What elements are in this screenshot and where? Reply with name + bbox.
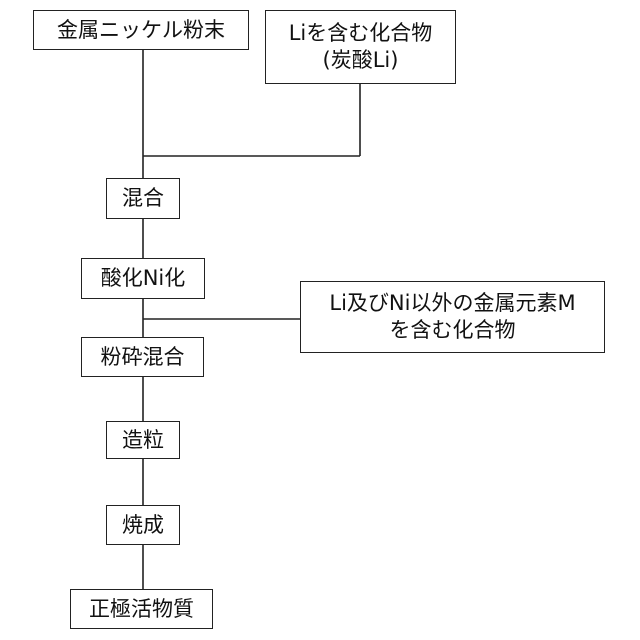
- node-grinding-mixing-label: 粉砕混合: [101, 344, 185, 371]
- node-oxidation: 酸化Ni化: [81, 258, 205, 299]
- node-cathode-material-label: 正極活物質: [89, 596, 194, 623]
- node-metal-m-compound-line2: を含む化合物: [390, 317, 516, 344]
- node-metal-m-compound-line1: Li及びNi以外の金属元素M: [329, 290, 575, 317]
- node-li-compound-line1: Liを含む化合物: [289, 20, 433, 47]
- node-granulation: 造粒: [106, 421, 180, 459]
- node-li-compound-line2: (炭酸Li): [323, 47, 399, 74]
- node-li-compound: Liを含む化合物 (炭酸Li): [265, 10, 456, 84]
- node-nickel-powder: 金属ニッケル粉末: [33, 10, 249, 50]
- node-metal-m-compound: Li及びNi以外の金属元素M を含む化合物: [300, 281, 605, 353]
- node-cathode-material: 正極活物質: [70, 589, 213, 629]
- node-firing: 焼成: [106, 505, 180, 545]
- node-mixing-label: 混合: [122, 185, 164, 212]
- node-granulation-label: 造粒: [122, 427, 164, 454]
- node-mixing: 混合: [106, 178, 180, 219]
- node-oxidation-label: 酸化Ni化: [101, 265, 186, 292]
- node-firing-label: 焼成: [122, 512, 164, 539]
- node-grinding-mixing: 粉砕混合: [81, 337, 204, 377]
- node-nickel-powder-label: 金属ニッケル粉末: [57, 17, 225, 44]
